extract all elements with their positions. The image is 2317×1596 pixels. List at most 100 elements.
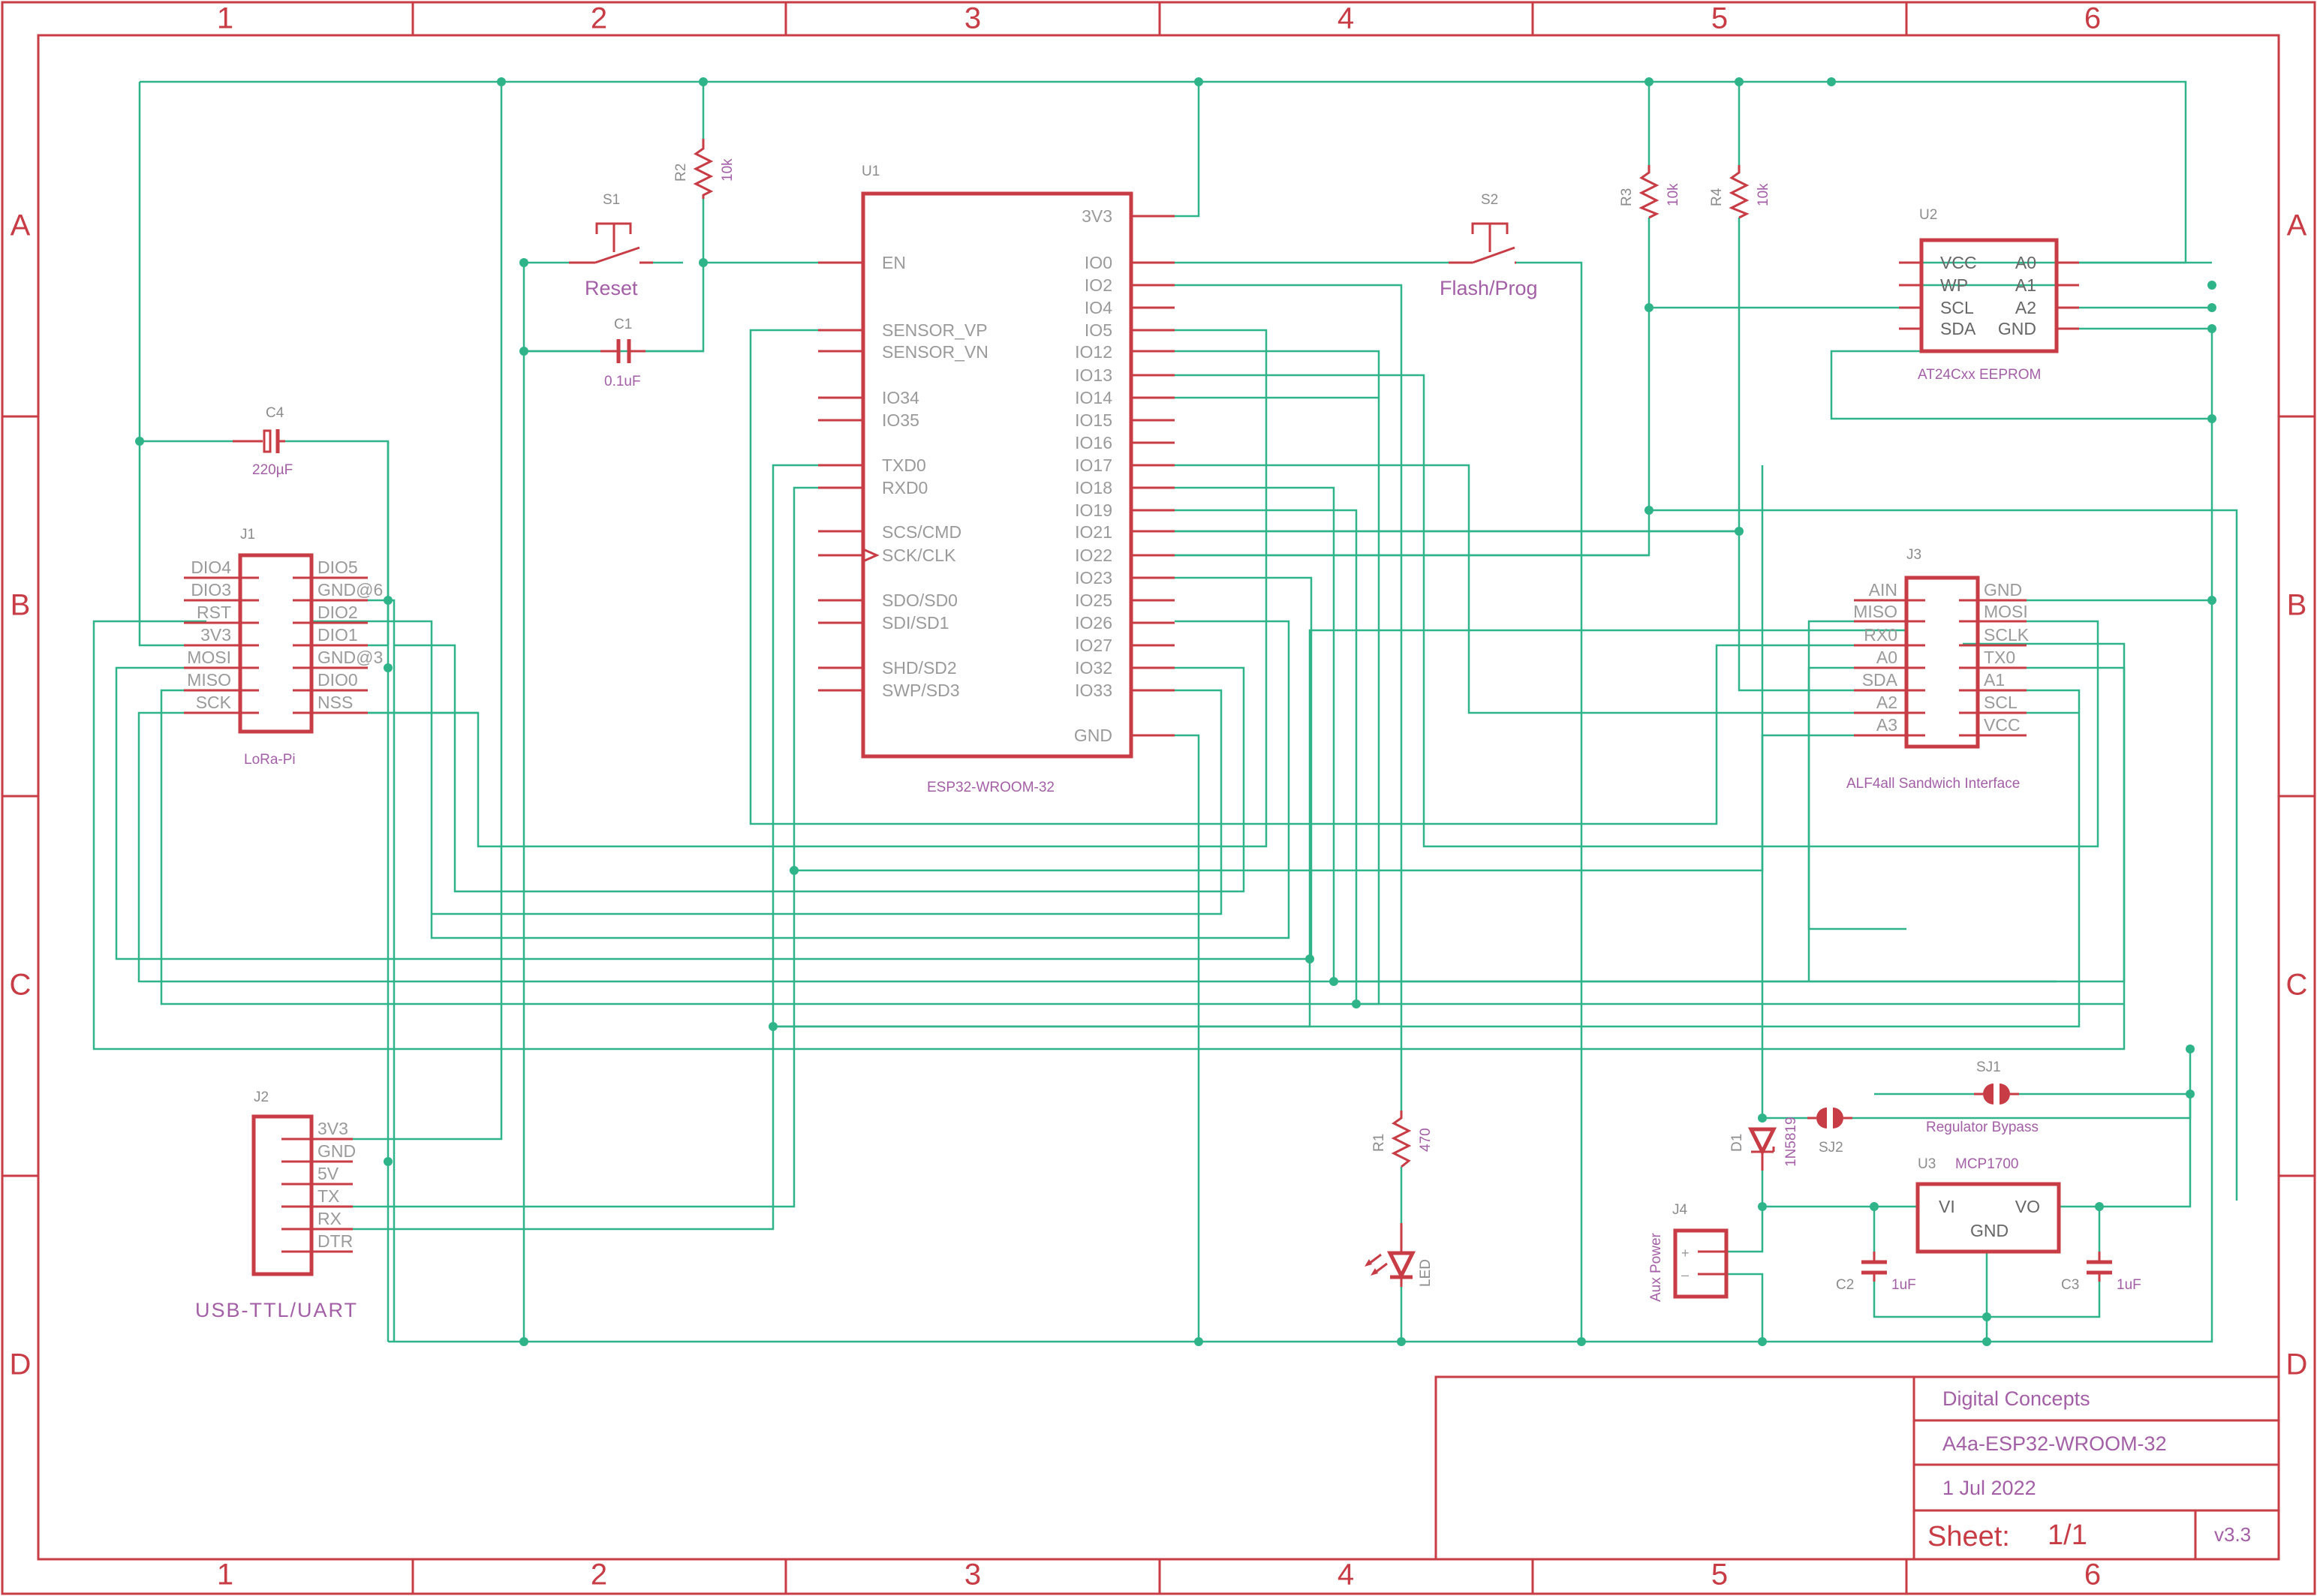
zone-row-c-left: C xyxy=(10,969,32,1002)
c4-capacitor[interactable]: C4 220µF xyxy=(233,405,293,478)
s1-ref: S1 xyxy=(603,192,620,208)
u1-pin-io22: IO22 xyxy=(1075,546,1112,565)
j1-pin-dio2: DIO2 xyxy=(317,603,358,622)
j2-pin-stubs xyxy=(281,1138,353,1253)
title-version: v3.3 xyxy=(2214,1523,2251,1546)
u2-ref: U2 xyxy=(1919,207,1937,223)
u3-pin-gnd: GND xyxy=(1970,1221,2009,1240)
j2-value: USB-TTL/UART xyxy=(195,1299,358,1321)
j4-aux-power[interactable]: J4 Aux Power + – xyxy=(1648,1202,1729,1302)
u2-pin-wp: WP xyxy=(1940,275,1968,295)
u1-pin-io13: IO13 xyxy=(1075,365,1112,385)
u1-pin-stubs xyxy=(818,215,1175,737)
r4-resistor[interactable]: R4 10k xyxy=(1709,165,1771,219)
j1-right-pin-labels: DIO5 GND@6 DIO2 DIO1 GND@3 DIO0 NSS xyxy=(317,558,383,712)
u2-pin-vcc: VCC xyxy=(1940,253,1977,272)
j2-pin-rx: RX xyxy=(317,1209,342,1228)
j2-pin-dtr: DTR xyxy=(317,1231,353,1251)
u1-pin-io16: IO16 xyxy=(1075,433,1112,452)
j2-usb-ttl-header[interactable]: J2 USB-TTL/UART 3V3 GND 5V TX RX DTR xyxy=(195,1090,358,1321)
u2-pin-gnd: GND xyxy=(1998,319,2036,338)
j3-right-pin-labels: GND MOSI SCLK TX0 A1 SCL VCC xyxy=(1984,580,2030,735)
r3-value: 10k xyxy=(1666,183,1681,206)
zone-col-2-bottom: 2 xyxy=(591,1558,607,1591)
j1-pin-dio3: DIO3 xyxy=(191,580,231,600)
u1-esp32-module[interactable]: U1 ESP32-WROOM-32 EN SENSOR_VP SENSOR_VN… xyxy=(818,164,1175,795)
u2-pin-a1: A1 xyxy=(2015,275,2036,295)
j1-lora-pi-header[interactable]: J1 LoRa-Pi DIO4 DIO3 RST 3V3 MOSI MISO S… xyxy=(184,527,383,768)
r2-value: 10k xyxy=(720,158,736,182)
j1-pin-dio1: DIO1 xyxy=(317,625,358,645)
j1-left-pin-labels: DIO4 DIO3 RST 3V3 MOSI MISO SCK xyxy=(187,558,231,712)
u3-value: MCP1700 xyxy=(1955,1156,2019,1172)
r1-resistor[interactable]: R1 470 xyxy=(1371,1111,1434,1168)
u1-pin-io14: IO14 xyxy=(1075,388,1112,407)
led1-indicator[interactable]: LED xyxy=(1365,1223,1434,1287)
j1-pin-dio5: DIO5 xyxy=(317,558,358,577)
c1-value: 0.1uF xyxy=(604,374,641,389)
wire-junctions xyxy=(135,77,2216,1346)
j1-pin-miso: MISO xyxy=(187,670,231,690)
u1-pin-io34: IO34 xyxy=(882,388,919,407)
c2-capacitor[interactable]: C2 1uF xyxy=(1836,1252,1916,1293)
d1-value: 1N5819 xyxy=(1783,1117,1799,1167)
j3-pin-scl: SCL xyxy=(1984,693,2018,712)
j3-pin-sda: SDA xyxy=(1862,670,1898,690)
u2-pin-a0: A0 xyxy=(2015,253,2036,272)
r3-resistor[interactable]: R3 10k xyxy=(1619,165,1681,219)
zone-col-6-bottom: 6 xyxy=(2084,1558,2101,1591)
zone-row-a-left: A xyxy=(11,209,31,242)
j4-pin-minus: – xyxy=(1681,1267,1689,1282)
u1-pin-io32: IO32 xyxy=(1075,658,1112,678)
u1-pin-io0: IO0 xyxy=(1085,253,1112,272)
u1-pin-sck-clk: SCK/CLK xyxy=(882,546,956,565)
zone-col-1-top: 1 xyxy=(217,2,233,35)
zone-row-d-right: D xyxy=(2286,1348,2308,1381)
r2-ref: R2 xyxy=(673,164,689,182)
u1-pin-rxd0: RXD0 xyxy=(882,478,928,497)
u1-pin-io33: IO33 xyxy=(1075,681,1112,700)
sj1-solder-jumper[interactable]: SJ1 Regulator Bypass xyxy=(1926,1059,2039,1135)
j2-pin-tx: TX xyxy=(317,1186,339,1206)
j3-pin-a0: A0 xyxy=(1876,648,1897,667)
j3-pin-a1: A1 xyxy=(1984,670,2005,690)
r3-ref: R3 xyxy=(1619,188,1635,206)
s1-value: Reset xyxy=(585,277,638,299)
u3-ref: U3 xyxy=(1918,1156,1936,1172)
u2-pin-scl: SCL xyxy=(1940,298,1974,317)
j4-ref: J4 xyxy=(1672,1202,1688,1218)
j3-pin-rx0: RX0 xyxy=(1864,625,1897,645)
u2-eeprom[interactable]: U2 AT24Cxx EEPROM VCC WP SCL SDA A0 A1 A… xyxy=(1899,207,2079,383)
title-date: 1 Jul 2022 xyxy=(1942,1477,2036,1499)
u1-pin-io26: IO26 xyxy=(1075,613,1112,633)
u3-pin-vi: VI xyxy=(1939,1197,1955,1216)
c3-capacitor[interactable]: C3 1uF xyxy=(2061,1252,2141,1293)
r2-resistor[interactable]: R2 10k xyxy=(673,139,736,199)
zone-col-5-top: 5 xyxy=(1711,2,1728,35)
u2-pin-sda: SDA xyxy=(1940,319,1976,338)
j2-pin-3v3: 3V3 xyxy=(317,1119,348,1138)
c1-capacitor[interactable]: C1 0.1uF xyxy=(600,317,645,389)
sj1-ref: SJ1 xyxy=(1976,1059,2001,1075)
r4-value: 10k xyxy=(1756,183,1771,206)
u2-pin-stubs xyxy=(1899,261,2079,330)
u1-pin-scs-cmd: SCS/CMD xyxy=(882,522,961,542)
s1-reset-button[interactable]: S1 Reset xyxy=(569,192,653,299)
u3-regulator[interactable]: U3 MCP1700 VI VO GND xyxy=(1915,1156,2061,1254)
s2-flash-button[interactable]: S2 Flash/Prog xyxy=(1440,192,1538,299)
u1-pin-sdo-sd0: SDO/SD0 xyxy=(882,591,958,610)
sj2-solder-jumper[interactable]: SJ2 xyxy=(1807,1108,1852,1156)
j2-ref: J2 xyxy=(254,1090,269,1105)
u1-pin-io21: IO21 xyxy=(1075,522,1112,542)
u1-pin-sensor-vp: SENSOR_VP xyxy=(882,320,988,340)
u1-pin-io5: IO5 xyxy=(1085,320,1112,340)
c4-value: 220µF xyxy=(252,462,293,478)
j3-sandwich-interface[interactable]: J3 ALF4all Sandwich Interface AIN MISO R… xyxy=(1846,547,2030,792)
sj2-ref-bottom: SJ2 xyxy=(1819,1140,1843,1156)
d1-schottky-diode[interactable]: D1 1N5819 xyxy=(1729,1117,1799,1171)
d1-ref: D1 xyxy=(1729,1134,1745,1152)
s2-value: Flash/Prog xyxy=(1440,277,1538,299)
zone-col-4-bottom: 4 xyxy=(1338,1558,1354,1591)
